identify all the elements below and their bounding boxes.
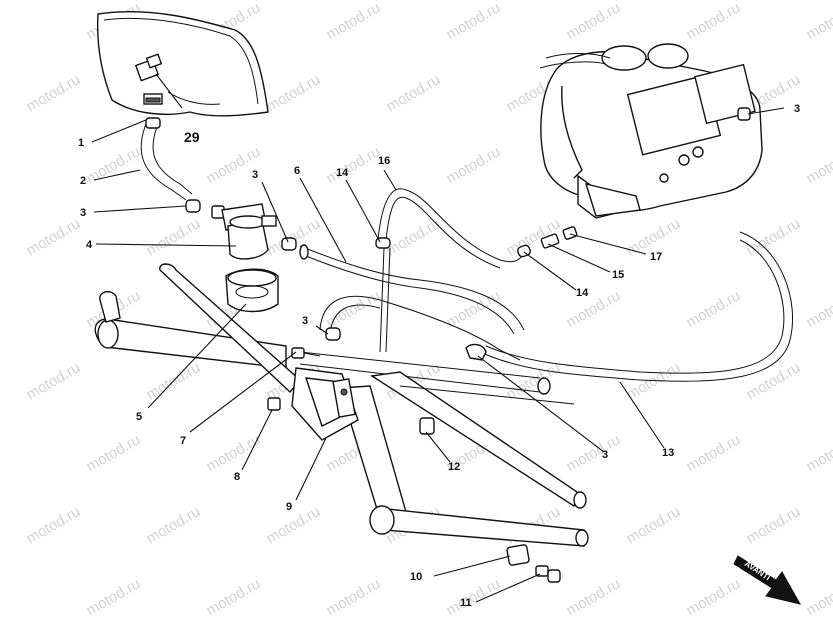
callout-2: 2 bbox=[80, 175, 86, 187]
watermark-text: motod.ru bbox=[324, 575, 384, 619]
callout-6: 6 bbox=[294, 165, 300, 177]
watermark-text: motod.ru bbox=[84, 431, 144, 475]
watermark-text: motod.ru bbox=[684, 0, 744, 43]
watermark-text: motod.ru bbox=[24, 503, 84, 547]
callout-13: 13 bbox=[662, 447, 674, 459]
callout-12: 12 bbox=[448, 461, 460, 473]
callout-3-pump: 3 bbox=[302, 315, 308, 327]
callout-3-clamp: 3 bbox=[80, 207, 86, 219]
watermark-text: motod.ru bbox=[264, 503, 324, 547]
carburetor-assembly bbox=[539, 43, 763, 219]
sensor-10 bbox=[506, 544, 530, 566]
watermark-text: motod.ru bbox=[564, 287, 624, 331]
watermark-text: motod.ru bbox=[24, 359, 84, 403]
hose-13 bbox=[479, 231, 794, 382]
rubber-12 bbox=[419, 417, 435, 435]
watermark-text: motod.ru bbox=[324, 287, 384, 331]
watermark-text: motod.ru bbox=[84, 143, 144, 187]
callout-9: 9 bbox=[286, 501, 292, 513]
watermark-text: motod.ru bbox=[144, 215, 204, 259]
watermark-text: motod.ru bbox=[744, 359, 804, 403]
nut-8 bbox=[267, 397, 281, 411]
watermark-text: motod.ru bbox=[504, 359, 564, 403]
watermark-text: motod.ru bbox=[204, 431, 264, 475]
watermark-text: motod.ru bbox=[444, 0, 504, 43]
callout-labels: 1 2 3 3 3 3 3 4 5 6 7 8 9 10 11 12 13 14… bbox=[78, 103, 800, 609]
watermark-text: motod.ru bbox=[564, 0, 624, 43]
watermark-text: motod.ru bbox=[564, 431, 624, 475]
callout-3-carb: 3 bbox=[794, 103, 800, 115]
callout-1: 1 bbox=[78, 137, 84, 149]
watermark-text: motod.ru bbox=[204, 575, 264, 619]
fuel-pump bbox=[291, 367, 359, 441]
watermark-text: motod.ru bbox=[684, 431, 744, 475]
carb-fittings-lower bbox=[517, 226, 578, 258]
hose-2 bbox=[140, 117, 193, 201]
filter-bracket bbox=[225, 268, 279, 313]
watermark-text: motod.ru bbox=[744, 503, 804, 547]
watermark-text: motod.ru bbox=[144, 503, 204, 547]
watermark-text: motod.ru bbox=[804, 575, 833, 619]
watermark-text: motod.ru bbox=[744, 215, 804, 259]
callout-14-top: 14 bbox=[336, 167, 349, 179]
callout-5: 5 bbox=[136, 411, 142, 423]
callout-4: 4 bbox=[86, 239, 93, 251]
leader-lines bbox=[91, 73, 785, 603]
callout-29: 29 bbox=[184, 129, 200, 145]
forward-arrow-icon: AVANTI bbox=[733, 555, 801, 605]
watermark-text: motod.ru bbox=[444, 575, 504, 619]
clamp-c bbox=[325, 327, 341, 341]
watermark-text: motod.ru bbox=[24, 71, 84, 115]
fitting-11 bbox=[535, 565, 561, 583]
watermark-text: motod.ru bbox=[444, 143, 504, 187]
watermark-text: motod.ru bbox=[324, 143, 384, 187]
watermark-text: motod.ru bbox=[684, 575, 744, 619]
hose-16 bbox=[377, 188, 524, 269]
callout-7: 7 bbox=[180, 435, 186, 447]
fuel-filter bbox=[211, 203, 277, 260]
watermark-text: motod.ru bbox=[804, 143, 833, 187]
callout-10: 10 bbox=[410, 571, 422, 583]
watermark-text: motod.ru bbox=[24, 215, 84, 259]
watermark-text: motod.ru bbox=[804, 287, 833, 331]
bolt-7 bbox=[291, 347, 321, 359]
watermark-text: motod.ru bbox=[564, 575, 624, 619]
watermark-text: motod.ru bbox=[684, 287, 744, 331]
clamp-d bbox=[465, 343, 487, 361]
callout-15: 15 bbox=[612, 269, 624, 281]
clamp-a bbox=[185, 199, 201, 213]
hose-pump-return bbox=[319, 295, 521, 361]
clamp-b bbox=[281, 237, 297, 251]
callout-3-frame: 3 bbox=[602, 449, 608, 461]
watermark-text: motod.ru bbox=[384, 71, 444, 115]
callout-8: 8 bbox=[234, 471, 240, 483]
watermark-text: motod.ru bbox=[264, 71, 324, 115]
callout-3-filter: 3 bbox=[252, 169, 258, 181]
fuel-tank bbox=[96, 11, 269, 117]
watermark-text: motod.ru bbox=[804, 0, 833, 43]
frame bbox=[94, 263, 589, 547]
callout-14-right: 14 bbox=[576, 287, 589, 299]
watermark-text: motod.ru bbox=[624, 503, 684, 547]
watermark-text: motod.ru bbox=[804, 431, 833, 475]
hose-6 bbox=[299, 244, 525, 335]
fuel-tap bbox=[134, 53, 163, 105]
watermark-text: motod.ru bbox=[84, 575, 144, 619]
callout-11: 11 bbox=[460, 597, 472, 609]
callout-16: 16 bbox=[378, 155, 390, 167]
watermark-text: motod.ru bbox=[324, 0, 384, 43]
callout-17: 17 bbox=[650, 251, 662, 263]
